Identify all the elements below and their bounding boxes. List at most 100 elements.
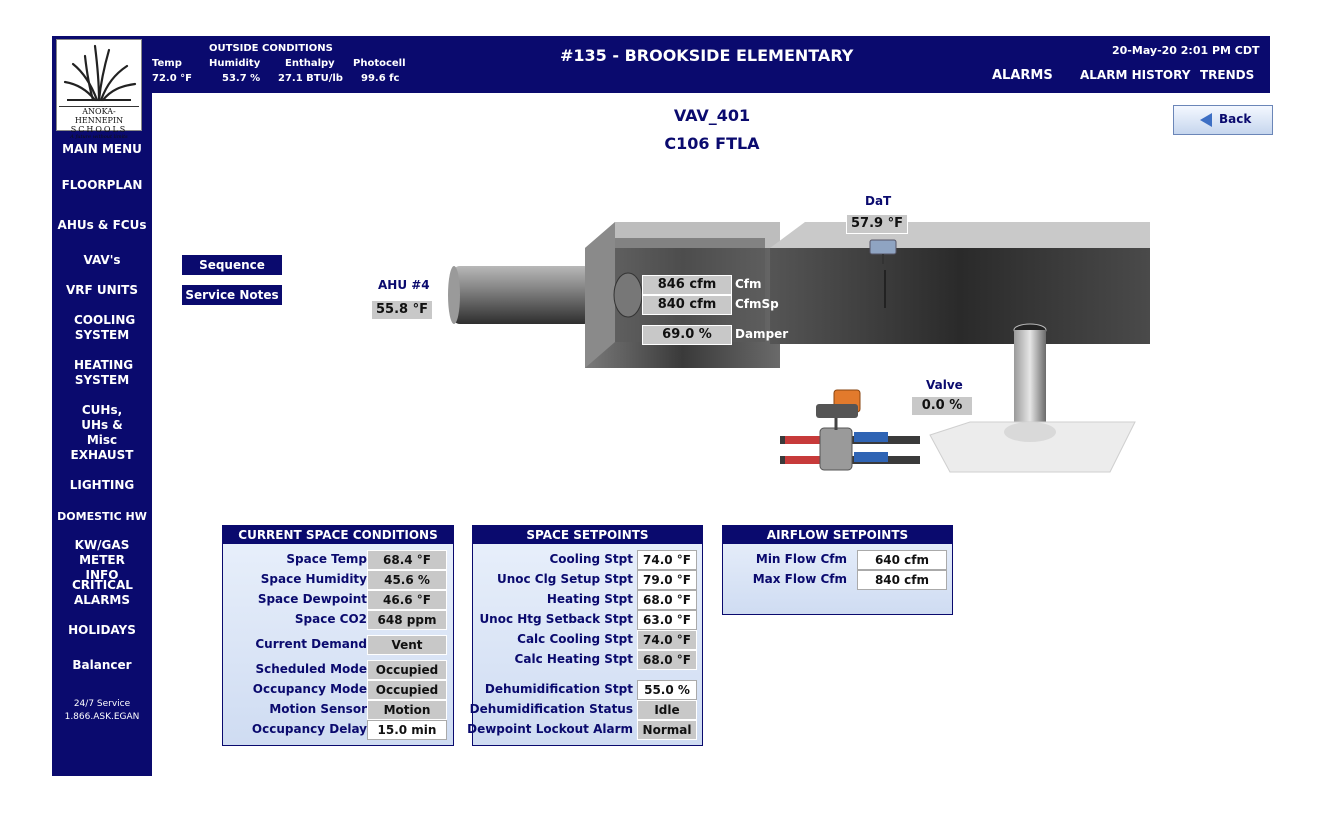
dewpoint-lockout-alarm-label: Dewpoint Lockout Alarm — [467, 722, 633, 736]
space-co2-value: 648 ppm — [367, 610, 447, 630]
nav-floorplan[interactable]: FLOORPLAN — [61, 178, 143, 192]
unoc-htg-setback-stpt-label: Unoc Htg Setback Stpt — [479, 612, 633, 626]
space-dewpoint-label: Space Dewpoint — [257, 592, 367, 606]
current-demand-row: Current Demand — [222, 634, 367, 654]
max-flow-cfm-input[interactable]: 840 cfm — [857, 570, 947, 590]
nav-vrf-units[interactable]: VRF UNITS — [66, 283, 138, 297]
school-logo[interactable]: ANOKA-HENNEPIN SCHOOLS A future without … — [56, 39, 142, 140]
nav-heating-system[interactable]: HEATING SYSTEM — [74, 358, 134, 387]
sequence-button[interactable]: Sequence — [182, 255, 282, 275]
service-notes-button[interactable]: Service Notes — [182, 285, 282, 305]
outside-photocell-label: Photocell — [353, 58, 406, 69]
service-phone: 1.866.ASK.EGAN — [64, 712, 140, 722]
dat-label: DaT — [865, 194, 892, 208]
damper-value: 69.0 % — [642, 325, 732, 345]
outside-enthalpy-label: Enthalpy — [285, 58, 335, 69]
nav-lighting[interactable]: LIGHTING — [69, 478, 135, 492]
alarms-link[interactable]: ALARMS — [992, 68, 1053, 83]
nav-balancer[interactable]: Balancer — [72, 658, 132, 672]
occupancy-delay-label: Occupancy Delay — [251, 722, 367, 736]
nav-holidays[interactable]: HOLIDAYS — [68, 623, 136, 637]
occupancy-delay-row: Occupancy Delay — [222, 719, 367, 739]
nav-cooling-system[interactable]: COOLING SYSTEM — [74, 313, 136, 342]
site-title: #135 - BROOKSIDE ELEMENTARY — [560, 46, 854, 65]
unoc-clg-setup-stpt-input[interactable]: 79.0 °F — [637, 570, 697, 590]
current-demand-value: Vent — [367, 635, 447, 655]
outside-temp-value: 72.0 °F — [152, 73, 192, 84]
calc-heating-stpt-label: Calc Heating Stpt — [514, 652, 633, 666]
ahu-temp-value: 55.8 °F — [371, 300, 433, 320]
nav-domestic-hw[interactable]: DOMESTIC HW — [57, 510, 147, 523]
min-flow-cfm-input[interactable]: 640 cfm — [857, 550, 947, 570]
space-co2-row: Space CO2 — [222, 609, 367, 629]
space-conditions-title: CURRENT SPACE CONDITIONS — [223, 526, 453, 544]
nav-ahus-fcus[interactable]: AHUs & FCUs — [57, 218, 147, 232]
space-humidity-value: 45.6 % — [367, 570, 447, 590]
nav-cuhs-uhs-misc[interactable]: CUHs, UHs & Misc — [81, 403, 123, 447]
airflow-setpoints-panel: AIRFLOW SETPOINTS — [722, 525, 953, 615]
motion-sensor-value: Motion — [367, 700, 447, 720]
dehumidification-status-label: Dehumidification Status — [469, 702, 633, 716]
ahu-label: AHU #4 — [378, 278, 430, 292]
sidebar — [52, 90, 152, 776]
nav-main-menu[interactable]: MAIN MENU — [62, 142, 142, 156]
calc-cooling-stpt-value: 74.0 °F — [637, 630, 697, 650]
logo-line3: A future without limits — [70, 134, 128, 140]
current-demand-label: Current Demand — [255, 637, 367, 651]
calc-heating-stpt-value: 68.0 °F — [637, 650, 697, 670]
nav-critical-alarms[interactable]: CRITICAL ALARMS — [72, 578, 133, 607]
damper-label: Damper — [735, 327, 789, 341]
outside-humidity-label: Humidity — [209, 58, 261, 69]
outside-conditions-heading: OUTSIDE CONDITIONS — [209, 43, 333, 54]
cfm-setpoint-value: 840 cfm — [642, 295, 732, 315]
outside-enthalpy-value: 27.1 BTU/lb — [278, 73, 343, 84]
top-bar — [52, 36, 1270, 93]
airflow-setpoints-title: AIRFLOW SETPOINTS — [723, 526, 952, 544]
logo-line2: SCHOOLS — [70, 125, 128, 134]
dewpoint-lockout-alarm-value: Normal — [637, 720, 697, 740]
scheduled-mode-row: Scheduled Mode — [222, 659, 367, 679]
space-humidity-row: Space Humidity — [222, 569, 367, 589]
valve-value: 0.0 % — [911, 396, 973, 416]
alarm-history-link[interactable]: ALARM HISTORY — [1080, 68, 1191, 82]
dehumidification-stpt-input[interactable]: 55.0 % — [637, 680, 697, 700]
motion-sensor-row: Motion Sensor — [222, 699, 367, 719]
dat-value: 57.9 °F — [846, 214, 908, 234]
occupancy-mode-label: Occupancy Mode — [252, 682, 367, 696]
space-humidity-label: Space Humidity — [260, 572, 367, 586]
max-flow-cfm-label: Max Flow Cfm — [752, 572, 847, 586]
valve-label: Valve — [926, 378, 963, 392]
back-button[interactable]: Back — [1173, 105, 1273, 135]
nav-vavs[interactable]: VAV's — [83, 253, 121, 267]
space-co2-label: Space CO2 — [294, 612, 367, 626]
back-arrow-icon — [1200, 113, 1212, 127]
cooling-stpt-label: Cooling Stpt — [549, 552, 633, 566]
heating-stpt-input[interactable]: 68.0 °F — [637, 590, 697, 610]
dehumidification-stpt-label: Dehumidification Stpt — [484, 682, 633, 696]
outside-photocell-value: 99.6 fc — [361, 73, 400, 84]
space-setpoints-title: SPACE SETPOINTS — [473, 526, 702, 544]
service-line1: 24/7 Service — [73, 699, 131, 709]
unoc-htg-setback-stpt-input[interactable]: 63.0 °F — [637, 610, 697, 630]
trends-link[interactable]: TRENDS — [1200, 68, 1255, 82]
datetime: 20-May-20 2:01 PM CDT — [1112, 44, 1260, 57]
space-temp-value: 68.4 °F — [367, 550, 447, 570]
occupancy-mode-row: Occupancy Mode — [222, 679, 367, 699]
scheduled-mode-value: Occupied — [367, 660, 447, 680]
space-dewpoint-row: Space Dewpoint — [222, 589, 367, 609]
occupancy-delay-input[interactable]: 15.0 min — [367, 720, 447, 740]
cooling-stpt-input[interactable]: 74.0 °F — [637, 550, 697, 570]
scheduled-mode-label: Scheduled Mode — [255, 662, 367, 676]
nav-kw-gas-meter-info[interactable]: KW/GAS METER INFO — [74, 538, 130, 582]
page-title: VAV_401 — [673, 106, 751, 125]
cfm-label: Cfm — [735, 277, 762, 291]
space-dewpoint-value: 46.6 °F — [367, 590, 447, 610]
page-subtitle: C106 FTLA — [664, 134, 760, 153]
outside-temp-label: Temp — [152, 58, 182, 69]
nav-exhaust[interactable]: EXHAUST — [70, 448, 134, 462]
vav-box-diagram — [448, 222, 1150, 473]
space-temp-row: Space Temp — [222, 549, 367, 569]
back-label: Back — [1219, 112, 1252, 126]
unoc-clg-setup-stpt-label: Unoc Clg Setup Stpt — [496, 572, 633, 586]
grass-logo-icon — [63, 44, 137, 102]
